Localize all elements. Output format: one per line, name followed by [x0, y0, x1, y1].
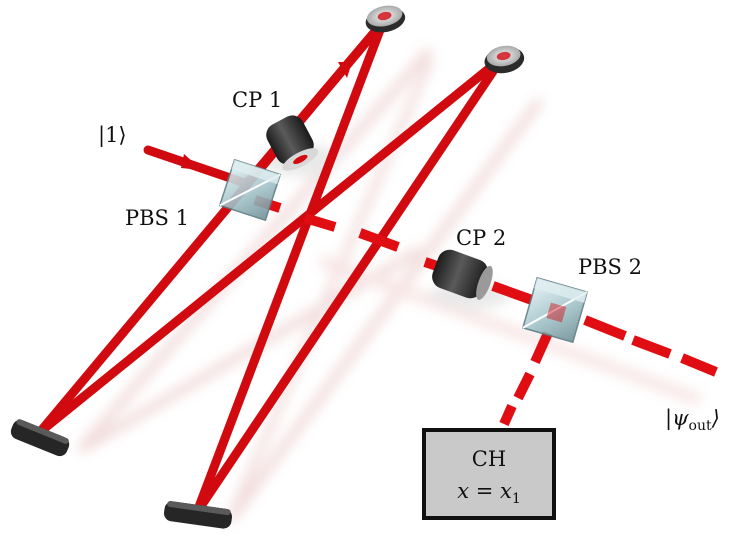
arrow-beam-icon — [338, 62, 352, 78]
beam-mirror-d-to-mirror-a — [192, 17, 388, 517]
beam-paths — [35, 17, 507, 517]
ch-detector-box: CH x = x1 — [422, 428, 556, 520]
cp2-component — [432, 249, 493, 300]
output-state-label: |ψout⟩ — [665, 406, 720, 434]
mirror-top-b — [484, 45, 525, 74]
cp1-component — [266, 115, 319, 171]
pbs1-component — [218, 158, 282, 222]
input-state-label: |1⟩ — [98, 123, 127, 148]
cp1-label: CP 1 — [232, 88, 282, 112]
ch-condition: x = x1 — [457, 479, 521, 507]
ch-title: CH — [472, 447, 506, 471]
beam-shadows — [76, 46, 703, 523]
pbs1-label: PBS 1 — [125, 206, 189, 230]
mirror-top-a — [365, 5, 406, 33]
beam-arrows — [181, 62, 352, 170]
pbs2-label: PBS 2 — [578, 255, 642, 279]
beam-mirror-b-to-mirror-d — [192, 53, 507, 517]
mirror-bottom-c — [10, 419, 70, 457]
beam-mirror-a-to-mirror-c — [35, 17, 388, 437]
cp2-label: CP 2 — [456, 226, 506, 250]
arrow-input-icon — [181, 154, 202, 170]
dashed-beams — [253, 195, 718, 427]
mirror-bottom-d — [163, 501, 233, 529]
pbs2-component — [521, 276, 589, 344]
beam-mirror-c-to-mirror-b — [35, 53, 507, 437]
